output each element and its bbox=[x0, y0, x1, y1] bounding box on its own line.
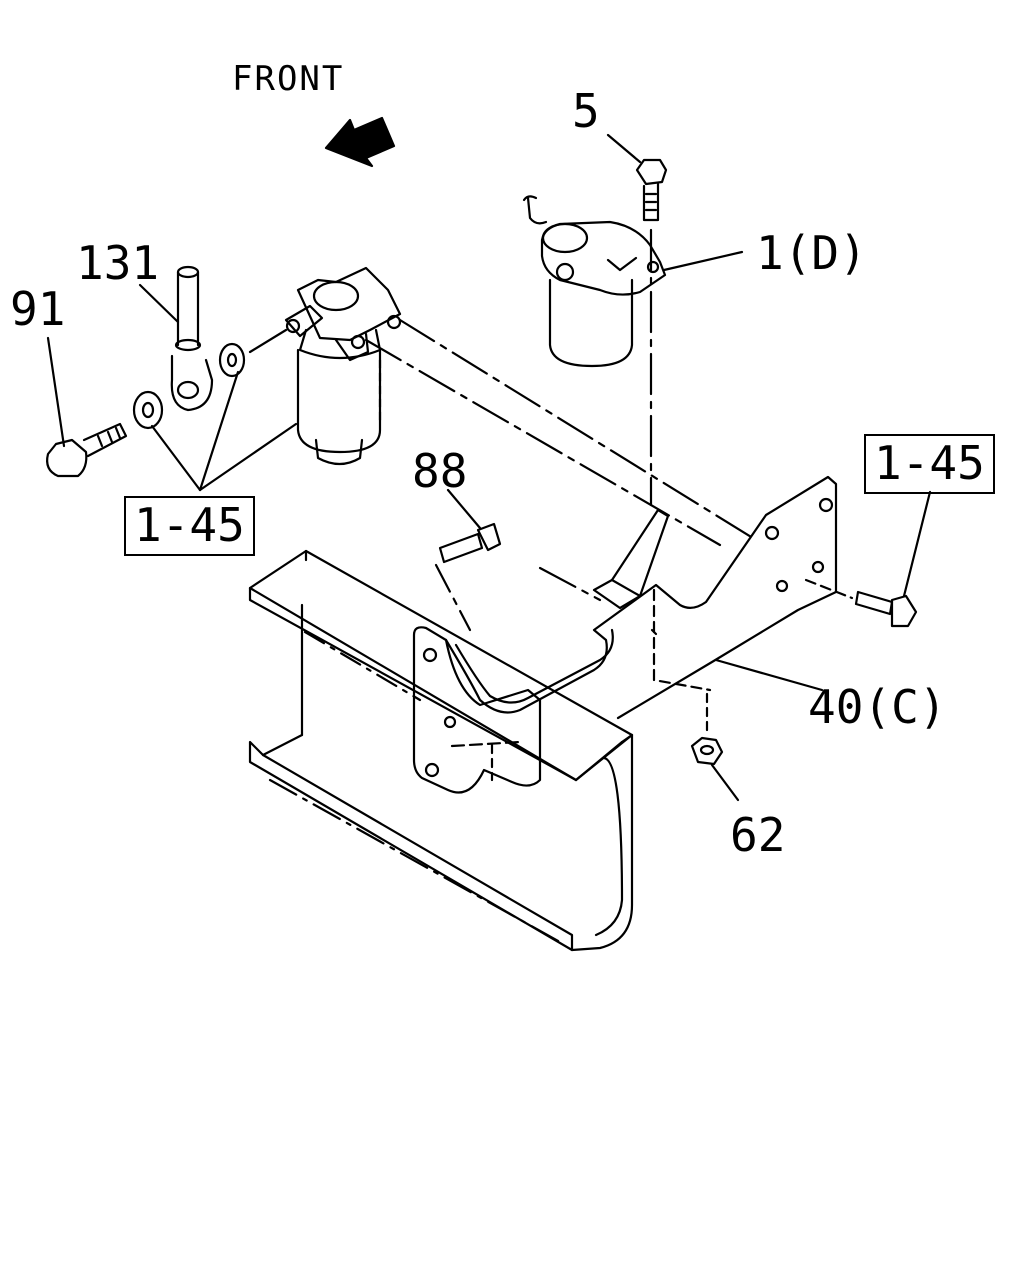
leader-lines bbox=[46, 133, 932, 802]
callout-5: 5 bbox=[572, 84, 600, 138]
frame-rail bbox=[248, 549, 634, 952]
fuel-filter-1d bbox=[522, 195, 667, 368]
banjo-bolt-91 bbox=[46, 422, 128, 478]
front-arrow-icon bbox=[324, 116, 396, 168]
callout-88: 88 bbox=[412, 444, 468, 498]
callout-91: 91 bbox=[10, 282, 66, 336]
bracket-40c bbox=[444, 475, 838, 720]
callout-62: 62 bbox=[730, 808, 786, 862]
bolt-5 bbox=[635, 158, 668, 507]
nut-62 bbox=[690, 688, 724, 766]
banjo-fitting-131 bbox=[170, 265, 214, 412]
washers bbox=[132, 342, 246, 430]
callout-40c: 40(C) bbox=[808, 680, 947, 734]
callout-131: 131 bbox=[76, 236, 160, 290]
bolt-right bbox=[804, 578, 918, 628]
bolt-88 bbox=[434, 522, 502, 632]
centerlines bbox=[364, 318, 758, 602]
reference-box-left: 1-45 bbox=[124, 496, 255, 556]
front-label: FRONT bbox=[232, 59, 345, 99]
bracket-plate bbox=[412, 626, 542, 794]
reference-box-right: 1-45 bbox=[864, 434, 995, 494]
callout-1d: 1(D) bbox=[756, 226, 867, 280]
fuel-filter-left bbox=[284, 266, 402, 466]
